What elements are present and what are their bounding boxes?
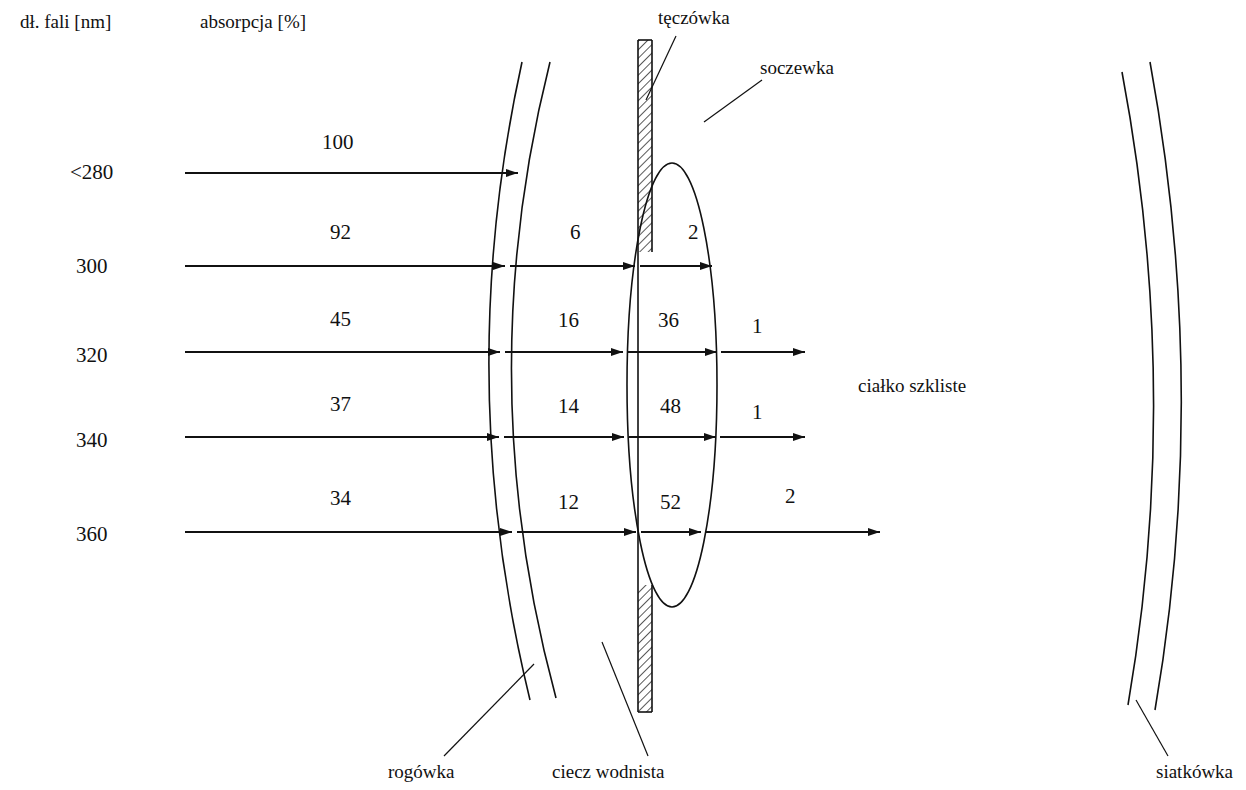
light-ray — [185, 351, 500, 353]
leader-line — [1136, 700, 1168, 756]
light-ray — [721, 351, 805, 353]
wavelength-label: 320 — [76, 345, 108, 366]
absorption-value: 12 — [558, 492, 579, 513]
light-ray — [505, 351, 623, 353]
wavelength-label: 360 — [76, 524, 108, 545]
light-ray — [185, 265, 505, 267]
wavelength-label: 300 — [76, 256, 108, 277]
light-ray — [510, 265, 635, 267]
light-ray — [640, 265, 712, 267]
axis-heading: dł. fali [nm] — [20, 12, 111, 31]
absorption-value: 36 — [658, 310, 679, 331]
light-ray — [504, 436, 624, 438]
iris-lower-hatch — [638, 585, 652, 712]
light-ray — [517, 531, 636, 533]
iris-right-line-lower — [651, 585, 653, 712]
part-name: ciecz wodnista — [552, 762, 664, 781]
cornea-outer — [489, 62, 530, 700]
wavelength-label: 340 — [76, 430, 108, 451]
lens-outline — [627, 163, 717, 607]
light-ray — [720, 436, 805, 438]
part-name: rogówka — [388, 762, 454, 781]
cornea-inner — [511, 62, 556, 698]
leader-line — [444, 664, 534, 756]
wavelength-label: <280 — [70, 162, 113, 183]
light-ray — [185, 172, 518, 174]
light-ray — [641, 531, 701, 533]
absorption-value: 34 — [330, 488, 351, 509]
absorption-value: 100 — [322, 132, 354, 153]
retina-outer — [1150, 62, 1181, 710]
iris-right-line-upper — [651, 40, 653, 252]
part-name: tęczówka — [658, 8, 730, 27]
absorption-value: 37 — [330, 394, 351, 415]
light-ray — [185, 436, 499, 438]
iris-top-edge — [638, 39, 652, 41]
absorption-value: 2 — [688, 222, 699, 243]
absorption-value: 48 — [660, 396, 681, 417]
light-ray — [705, 531, 880, 533]
leader-line — [646, 36, 676, 100]
absorption-value: 1 — [752, 402, 763, 423]
light-ray — [629, 436, 716, 438]
leader-line — [602, 642, 648, 756]
part-name: soczewka — [760, 58, 834, 77]
absorption-value: 45 — [330, 309, 351, 330]
light-ray — [628, 351, 717, 353]
retina-inner — [1122, 72, 1154, 705]
axis-heading: absorpcja [%] — [200, 12, 306, 31]
part-name: ciałko szkliste — [858, 376, 966, 395]
absorption-value: 1 — [752, 316, 763, 337]
absorption-value: 16 — [558, 310, 579, 331]
leader-line — [704, 80, 762, 122]
absorption-value: 14 — [558, 396, 579, 417]
absorption-value: 52 — [660, 492, 681, 513]
absorption-value: 2 — [785, 486, 796, 507]
light-ray — [185, 531, 512, 533]
absorption-value: 92 — [330, 222, 351, 243]
absorption-value: 6 — [570, 222, 581, 243]
iris-upper-hatch — [638, 40, 652, 252]
iris-bottom-edge — [638, 711, 652, 713]
part-name: siatkówka — [1156, 762, 1233, 781]
iris-left-line — [637, 40, 639, 712]
